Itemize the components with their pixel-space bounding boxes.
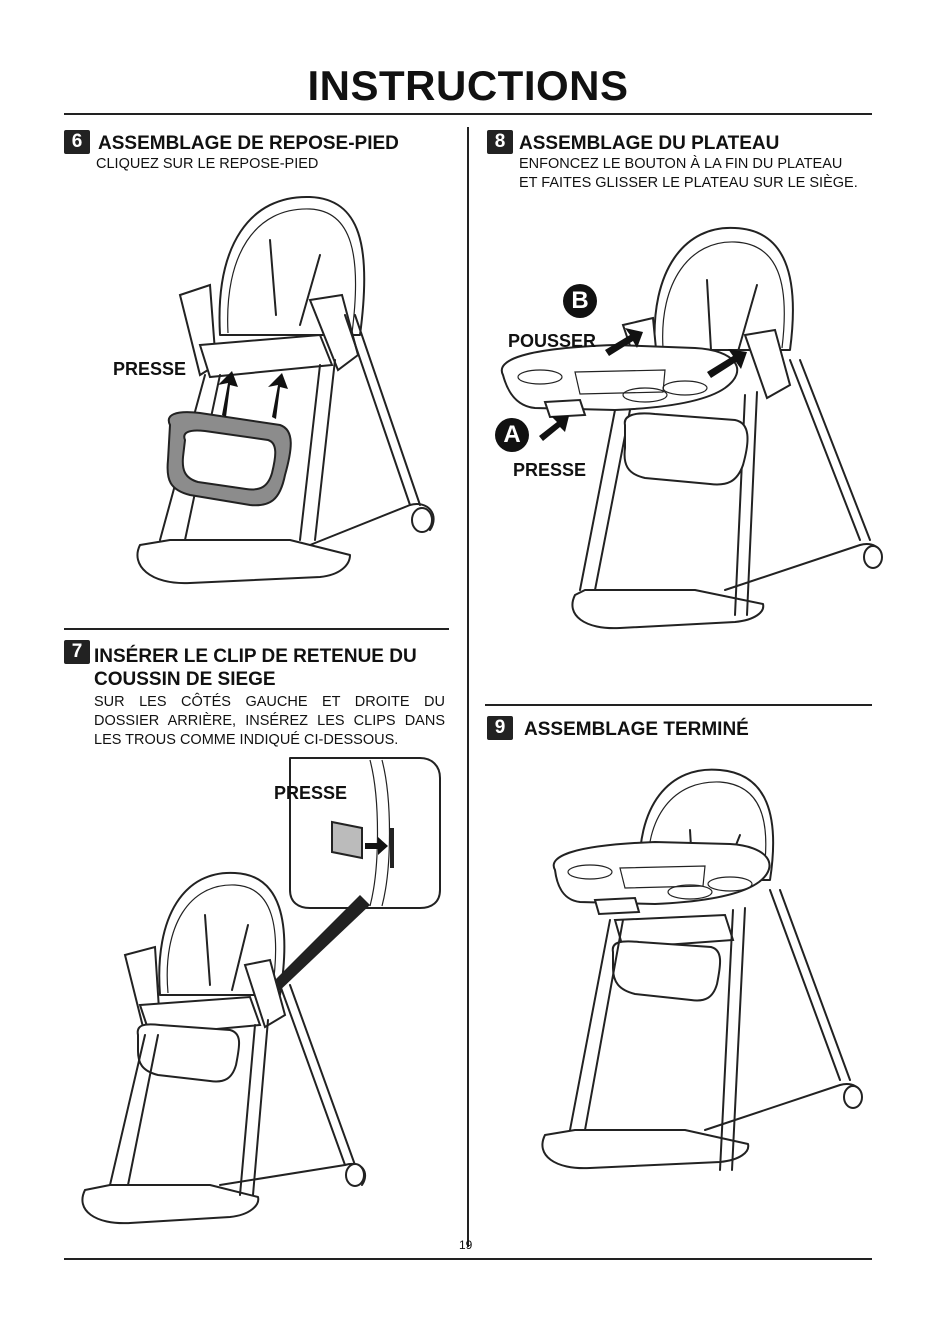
step-7-instruction-line-1: SUR LES CÔTÉS GAUCHE ET DROITE DU [94, 693, 445, 712]
step-6-instruction: CLIQUEZ SUR LE REPOSE-PIED [96, 155, 318, 174]
step-8-push-label: POUSSER [508, 331, 596, 352]
page-title: INSTRUCTIONS [0, 62, 936, 110]
step-8-heading: ASSEMBLAGE DU PLATEAU [519, 132, 779, 155]
step-6-bottom-rule [64, 628, 449, 630]
step-9-badge: 9 [487, 716, 513, 740]
step-7-press-label: PRESSE [274, 783, 347, 804]
marker-b: B [563, 284, 597, 318]
step-9-highchair-illustration [535, 770, 865, 1200]
page-number: 19 [459, 1238, 472, 1252]
step-8-header: 8 [487, 130, 513, 154]
step-9-heading: ASSEMBLAGE TERMINÉ [524, 718, 749, 741]
step-8-instruction-line-1: ENFONCEZ LE BOUTON À LA FIN DU PLATEAU [519, 155, 842, 174]
step-9-top-rule [485, 704, 872, 706]
step-8-press-label: PRESSE [513, 460, 586, 481]
step-7-heading-line-2: COUSSIN DE SIEGE [94, 668, 276, 691]
step-7-header: 7 [64, 640, 90, 664]
step-7-heading-line-1: INSÉRER LE CLIP DE RETENUE DU [94, 645, 417, 668]
footer-rule [64, 1258, 872, 1260]
step-8-instruction-line-2: ET FAITES GLISSER LE PLATEAU SUR LE SIÈG… [519, 174, 858, 193]
column-divider [467, 127, 469, 1247]
title-rule [64, 113, 872, 115]
step-7-badge: 7 [64, 640, 90, 664]
step-6-highchair-illustration [110, 185, 450, 615]
step-6-heading: ASSEMBLAGE DE REPOSE-PIED [98, 132, 399, 155]
step-6-header: 6 [64, 130, 90, 154]
marker-a: A [495, 418, 529, 452]
step-7-highchair-illustration [70, 865, 370, 1245]
step-6-badge: 6 [64, 130, 90, 154]
step-8-highchair-illustration [495, 220, 885, 650]
step-7-instruction-line-3: LES TROUS COMME INDIQUÉ CI-DESSOUS. [94, 731, 398, 750]
step-8-badge: 8 [487, 130, 513, 154]
step-9-header: 9 [487, 716, 513, 740]
step-7-instruction-line-2: DOSSIER ARRIÈRE, INSÉREZ LES CLIPS DANS [94, 712, 445, 731]
